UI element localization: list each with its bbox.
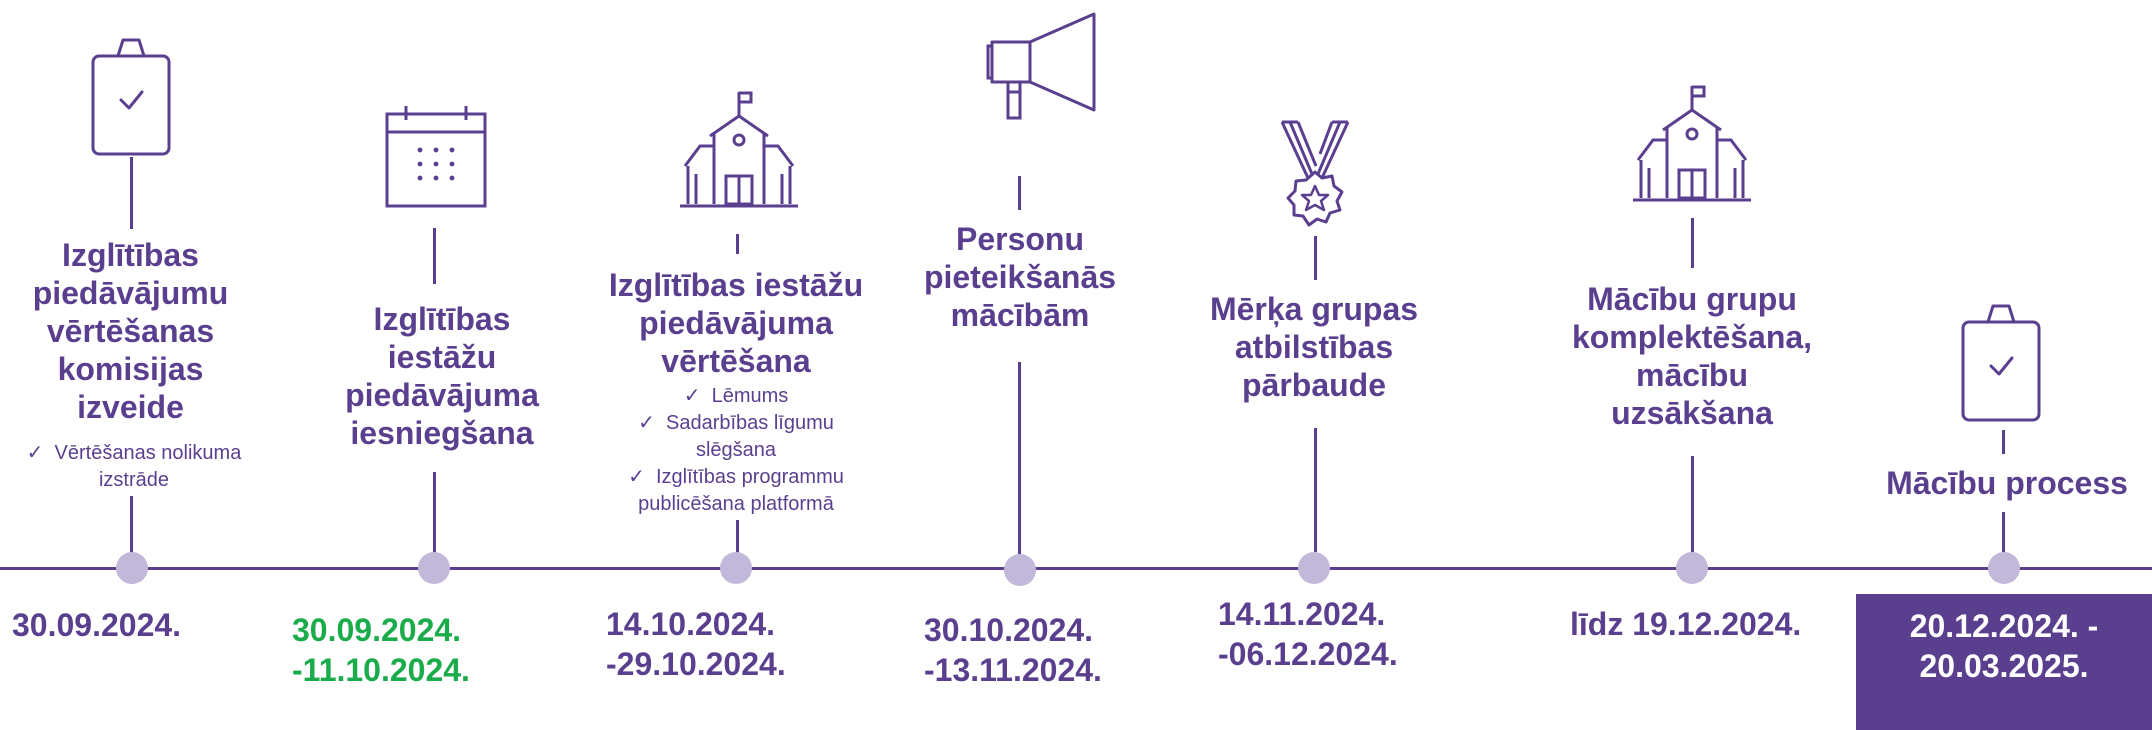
medal-icon (1270, 120, 1360, 232)
step-date: 14.10.2024. -29.10.2024. (606, 606, 786, 682)
connector-line (2002, 512, 2005, 554)
step-title: Mērķa grupas atbilstības pārbaude (1209, 291, 1419, 403)
timeline-dot (1676, 552, 1708, 584)
step-date: 20.12.2024. - 20.03.2025. (1909, 608, 2099, 684)
connector-line (1691, 456, 1694, 552)
school-building-icon (680, 90, 798, 210)
connector-line (433, 472, 436, 556)
connector-line (130, 496, 133, 556)
timeline-dot (1988, 552, 2020, 584)
megaphone-icon (986, 12, 1102, 120)
timeline-axis (0, 567, 2152, 570)
note-item: Lēmums (596, 383, 876, 410)
step-notes: Lēmums Sadarbības līgumu slēgšana Izglīt… (596, 383, 876, 518)
step-title: Izglītības piedāvājumu vērtēšanas komisi… (32, 237, 229, 425)
note-item: Izglītības programmu (596, 464, 876, 491)
note-item: izstrāde (98, 469, 170, 491)
connector-line (736, 234, 739, 254)
step-date: 30.09.2024. -11.10.2024. (292, 612, 470, 688)
connector-line (1691, 218, 1694, 268)
connector-line (1018, 362, 1021, 554)
step-title: Izglītības iestāžu piedāvājuma iesniegša… (345, 301, 539, 451)
note-item: Sadarbības līgumu (596, 410, 876, 437)
clipboard-check-icon (90, 34, 172, 158)
note-item: Vērtēšanas nolikuma (4, 440, 264, 467)
timeline-dot (1298, 552, 1330, 584)
note-item: slēgšana (695, 439, 777, 461)
step-date: 30.09.2024. (12, 607, 182, 643)
timeline-dot (418, 552, 450, 584)
note-item: publicēšana platformā (638, 493, 834, 515)
connector-line (1314, 236, 1317, 280)
timeline-dot (1004, 554, 1036, 586)
step-date: 30.10.2024. -13.11.2024. (924, 612, 1102, 688)
final-date-box (1856, 594, 2152, 730)
timeline-dot (720, 552, 752, 584)
step-title: Personu pieteikšanās mācībām (923, 221, 1117, 333)
step-date: līdz 19.12.2024. (1570, 606, 1802, 642)
step-title: Izglītības iestāžu piedāvājuma vērtēšana (608, 267, 864, 379)
step-notes: Vērtēšanas nolikuma izstrāde (4, 440, 264, 494)
connector-line (433, 228, 436, 284)
calendar-icon (384, 106, 488, 210)
step-title: Mācību grupu komplektēšana, mācību uzsāk… (1571, 281, 1813, 431)
step-date: 14.11.2024. -06.12.2024. (1218, 596, 1398, 672)
connector-line (130, 157, 133, 229)
school-building-icon (1633, 84, 1751, 204)
timeline-dot (116, 552, 148, 584)
connector-line (1314, 428, 1317, 552)
connector-line (1018, 176, 1021, 210)
connector-line (736, 520, 739, 556)
clipboard-check-icon (1960, 300, 2042, 424)
step-title: Mācību process (1886, 465, 2128, 501)
connector-line (2002, 430, 2005, 454)
